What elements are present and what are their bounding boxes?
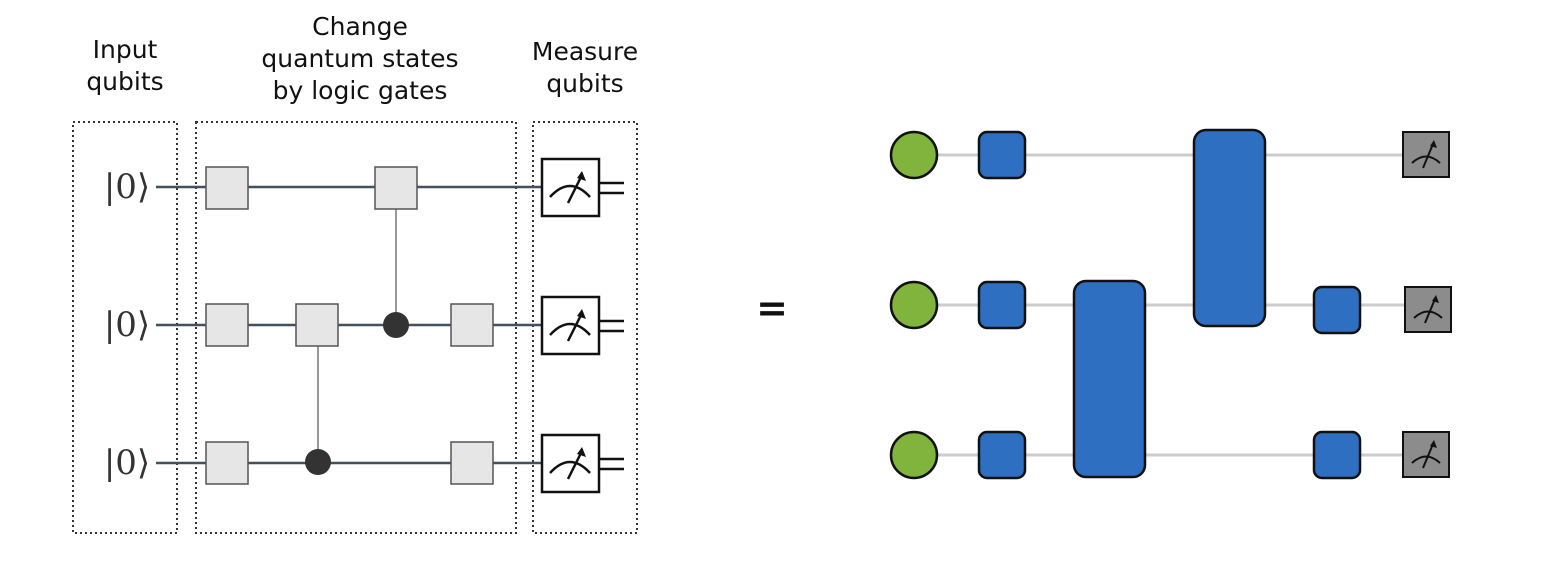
single-qubit-gate [977,130,1027,180]
measure-icon-right [1402,131,1450,178]
qubit-state-label-1: |0⟩ [103,167,151,207]
single-qubit-gate [1312,285,1362,335]
input-qubit [889,130,939,180]
input-group-box [72,121,178,534]
measure-icon [540,433,624,494]
equals-sign: = [756,286,788,330]
gate [450,441,494,485]
gate [205,166,249,210]
two-qubit-gate [1192,128,1267,328]
measure-icon-right [1404,286,1452,333]
measure-icon-right [1402,431,1450,478]
logic-gates-group-box [195,121,517,534]
single-qubit-gate [977,280,1027,330]
gate [450,303,494,347]
gate [205,303,249,347]
input-qubit [889,280,939,330]
gate [295,303,339,347]
qubit-state-label-3: |0⟩ [103,443,151,483]
control-dot [383,312,409,338]
measure-group-box [532,121,638,534]
measure-icon [540,157,624,218]
gate [205,441,249,485]
qubit-state-label-2: |0⟩ [103,305,151,345]
input-qubit [889,430,939,480]
gate [374,166,418,210]
measure-icon [540,295,624,356]
two-qubit-gate [1072,279,1147,479]
single-qubit-gate [977,430,1027,480]
control-dot [305,449,331,475]
single-qubit-gate [1312,430,1362,480]
